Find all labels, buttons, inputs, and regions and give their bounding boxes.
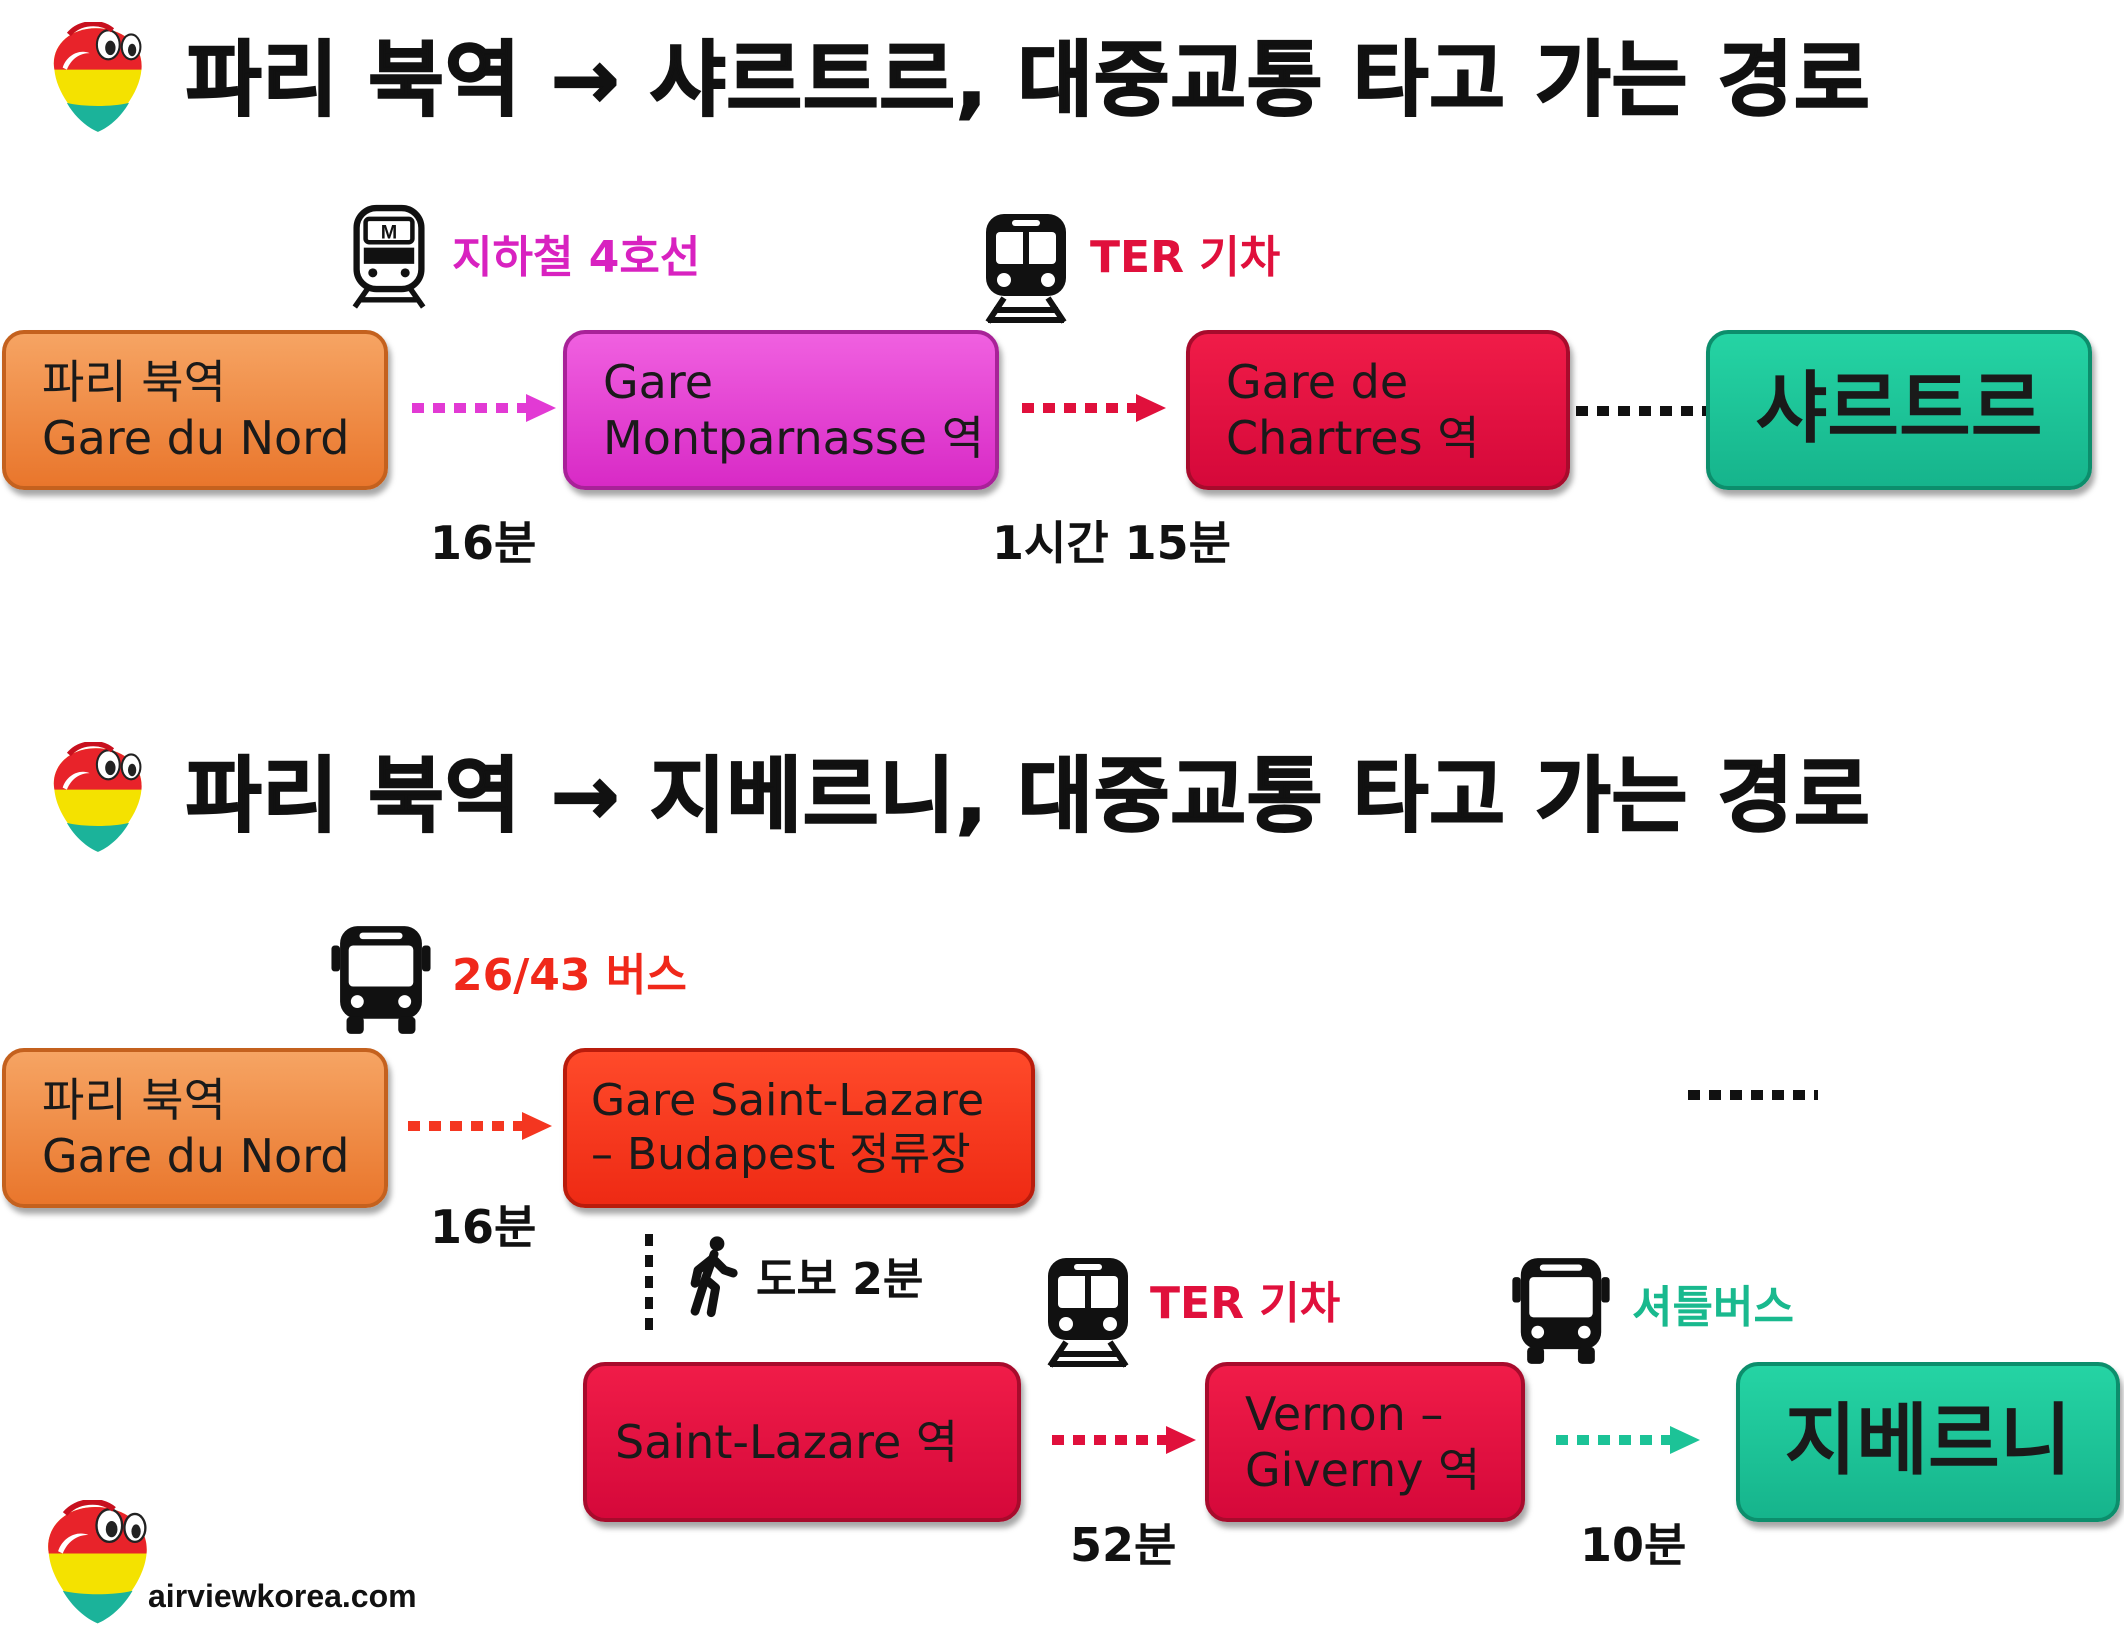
destination-giverny: 지베르니	[1736, 1362, 2120, 1522]
duration-bus: 16분	[430, 1200, 537, 1254]
station-gare-de-chartres: Gare de Chartres 역	[1186, 330, 1570, 490]
station-name-line1: Gare de	[1226, 354, 1409, 409]
dotted-line-black	[1576, 406, 1706, 416]
station-name: Saint-Lazare 역	[615, 1414, 959, 1469]
dotted-arrow-teal	[1556, 1426, 1700, 1454]
brand-mascot-icon	[48, 742, 152, 856]
dotted-arrow-red	[1052, 1426, 1196, 1454]
destination-chartres: 샤르트르	[1706, 330, 2092, 490]
mode-label-bus: 26/43 버스	[452, 950, 687, 1001]
station-name-line2: Montparnasse 역	[603, 411, 985, 465]
station-name-fr: Gare du Nord	[42, 411, 350, 465]
mode-label-walk: 도보 2분	[756, 1254, 924, 1305]
mode-label-shuttle-bus: 셔틀버스	[1632, 1282, 1794, 1333]
brand-mascot-icon	[48, 22, 152, 136]
destination-name: 샤르트르	[1755, 364, 2043, 455]
station-name-fr: Gare du Nord	[42, 1129, 350, 1183]
brand-logo-icon	[36, 1500, 164, 1628]
section1-title: 파리 북역 → 샤르트르, 대중교통 타고 가는 경로	[185, 33, 1871, 128]
station-name-line2: Chartres 역	[1226, 411, 1480, 465]
station-name-line1: Gare Saint-Lazare	[591, 1075, 985, 1127]
duration-shuttle: 10분	[1580, 1518, 1687, 1572]
dotted-line-vertical	[645, 1234, 653, 1334]
station-name-ko: 파리 북역	[42, 354, 226, 409]
mode-label-ter-train: TER 기차	[1090, 232, 1281, 283]
duration-ter: 52분	[1070, 1518, 1177, 1572]
stop-gare-saint-lazare-budapest: Gare Saint-Lazare – Budapest 정류장	[563, 1048, 1035, 1208]
dotted-arrow-magenta	[412, 394, 556, 422]
station-gare-du-nord: 파리 북역 Gare du Nord	[2, 330, 388, 490]
station-name-line1: Vernon –	[1245, 1386, 1444, 1441]
bus-icon	[331, 926, 431, 1034]
train-icon	[974, 212, 1078, 324]
dotted-arrow-red	[1022, 394, 1166, 422]
station-gare-du-nord: 파리 북역 Gare du Nord	[2, 1048, 388, 1208]
duration-ter: 1시간 15분	[992, 516, 1231, 570]
mode-label-ter-train: TER 기차	[1150, 1278, 1341, 1329]
dotted-line-black	[1688, 1090, 1818, 1100]
train-icon	[1036, 1256, 1140, 1368]
dotted-arrow-red	[408, 1112, 552, 1140]
bus-icon	[1512, 1258, 1610, 1364]
station-name-line2: – Budapest 정류장	[591, 1129, 971, 1180]
brand-site: airviewkorea.com	[148, 1578, 417, 1614]
station-gare-montparnasse: Gare Montparnasse 역	[563, 330, 999, 490]
walk-icon	[676, 1232, 742, 1320]
duration-metro: 16분	[430, 516, 537, 570]
mode-label-metro: 지하철 4호선	[452, 232, 701, 283]
station-name-line2: Giverny 역	[1245, 1443, 1481, 1497]
station-vernon-giverny: Vernon – Giverny 역	[1205, 1362, 1525, 1522]
metro-icon	[344, 204, 434, 312]
section2-title: 파리 북역 → 지베르니, 대중교통 타고 가는 경로	[185, 749, 1871, 844]
station-saint-lazare: Saint-Lazare 역	[583, 1362, 1021, 1522]
station-name-line1: Gare	[603, 354, 714, 409]
station-name-ko: 파리 북역	[42, 1072, 226, 1127]
destination-name: 지베르니	[1784, 1396, 2072, 1487]
